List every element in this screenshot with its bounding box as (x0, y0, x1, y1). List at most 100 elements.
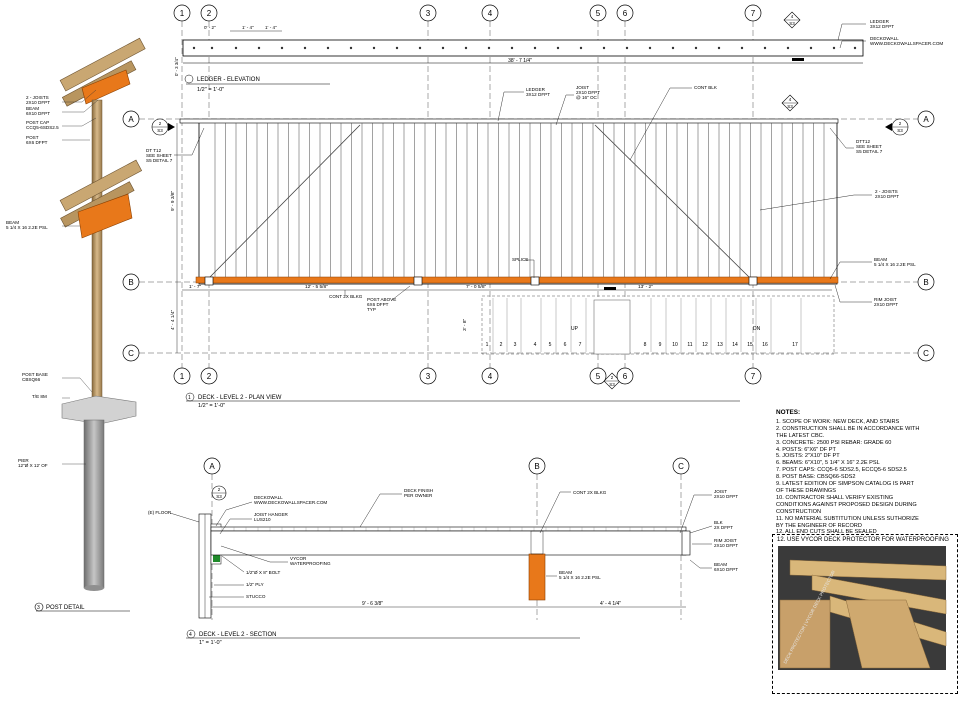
deck-surface (210, 526, 687, 532)
sec-beamm-2: 5 1/4 X 16 2.2E PSL (559, 575, 601, 580)
sec-joist-1: JOIST (714, 489, 727, 494)
sec-rim-1: RIM JOIST (714, 538, 737, 543)
plan-dt-2: SEE SHEET (146, 153, 172, 158)
section-dim-1: 9' - 6 3/8" (362, 601, 383, 607)
plan-dim-3: 7' - 0 5/8" (466, 284, 487, 290)
plan-rim-2: 2X10 DFPT (874, 302, 898, 307)
brace-right (594, 124, 751, 279)
grid-col-5: 5 (589, 4, 607, 22)
svg-text:S3: S3 (609, 382, 615, 387)
grid-row-b-right: B (917, 273, 935, 291)
svg-text:B: B (534, 462, 539, 471)
svg-text:6: 6 (623, 9, 628, 18)
plan-beam-2: 5 1/4 X 16 2.2E PSL (874, 262, 916, 267)
grid-row-c-left: C (122, 344, 140, 362)
svg-text:3: 3 (426, 372, 431, 381)
svg-text:4: 4 (791, 14, 794, 19)
general-notes: NOTES: 1. SCOPE OF WORK: NEW DECK, AND S… (776, 409, 962, 536)
plan-joist-label-3: @ 16" OC (576, 95, 598, 100)
plan-joists2-1: 2 - JOISTS (875, 189, 898, 194)
top-beam (81, 69, 131, 105)
note-line: 8. POST BASE: CBSQ66-SDS2 (776, 474, 856, 481)
svg-text:2: 2 (611, 375, 614, 380)
pd-view-number: 3 (37, 605, 40, 611)
note-line: OF THESE DRAWINGS (776, 487, 836, 494)
sec-stucco: STUCCO (246, 594, 266, 599)
plan-postabove-3: TYP (367, 307, 376, 312)
stair-treads (492, 298, 802, 352)
svg-text:3: 3 (426, 9, 431, 18)
grid-top: 1 2 3 4 5 6 7 (173, 4, 762, 22)
plan-contblk-label: CONT BLK (694, 85, 718, 90)
stair-number: 15 (747, 342, 753, 348)
rim-joist-section (681, 530, 691, 556)
svg-text:A: A (923, 115, 929, 124)
stair-number: 7 (579, 342, 582, 348)
plan-beam (195, 276, 839, 284)
svg-text:1: 1 (180, 372, 185, 381)
pd-label-4: 6X10 DFPT (26, 111, 50, 116)
stair-landing (593, 299, 631, 355)
stair-number: 14 (732, 342, 738, 348)
sec-rim-2: 2X10 DFPT (714, 543, 738, 548)
svg-text:4: 4 (488, 9, 493, 18)
note-line: 5. JOISTS: 2"X10" DF PT (776, 453, 840, 460)
pd-label-9: BEAM (6, 220, 19, 225)
pd-label-7: POST (26, 135, 39, 140)
section-grid-c: C (672, 457, 690, 475)
section-grid-a: A (203, 457, 221, 475)
ledger-label-3: DECKOWALL (870, 36, 899, 41)
ledger-title: LEDGER - ELEVATION (197, 77, 260, 83)
stair-area (481, 295, 835, 355)
stair-number: 8 (644, 342, 647, 348)
svg-text:4: 4 (789, 97, 792, 102)
svg-text:S3: S3 (157, 128, 163, 133)
photo-frame (772, 534, 958, 694)
plan-joists2-2: 2X10 DFPT (875, 194, 899, 199)
ledger-section-tag: 4 S3 (783, 11, 801, 29)
svg-text:C: C (128, 349, 134, 358)
plan-rim-1: RIM JOIST (874, 297, 897, 302)
plan-title: DECK - LEVEL 2 - PLAN VIEW (198, 395, 282, 401)
plan-view-number: 1 (188, 395, 191, 401)
note-line: 6. BEAMS: 6"X10", 5 1/4" X 16" 2.2E PSL (776, 460, 880, 467)
vycor-photo: DECK PROTECTOR | VYCOR DECK PROTECTOR (778, 546, 947, 670)
plan-dt-1: DT T12 (146, 148, 162, 153)
stair-number: 13 (717, 342, 723, 348)
svg-text:5: 5 (596, 9, 601, 18)
grid-col-3: 3 (419, 4, 437, 22)
stair-number: 4 (534, 342, 537, 348)
plan-dtr-1: DTT12 (856, 139, 870, 144)
note-line: 3. CONCRETE: 2500 PSI REBAR: GRADE 60 (776, 439, 892, 446)
plan-splice: SPLICE (512, 257, 528, 262)
svg-text:5: 5 (596, 372, 601, 381)
ledger-dim-1: 0' - 2" (204, 25, 216, 30)
section-grid-b: B (528, 457, 546, 475)
plan-scale: 1/2" = 1'-0" (198, 403, 225, 409)
post-detail: 2 - JOISTS 2X10 DFPT BEAM 6X10 DFPT POST… (6, 37, 146, 612)
pd-label-2: 2X10 DFPT (26, 100, 50, 105)
svg-text:2: 2 (207, 372, 212, 381)
section-beam (528, 553, 546, 601)
pd-label-13: T/E 8M (32, 394, 47, 399)
pd-label-6: CCQ5-6SDS2.5 (26, 125, 59, 130)
note-line: 1. SCOPE OF WORK: NEW DECK, AND STAIRS (776, 418, 900, 425)
sec-deckowall-1: DECKOWALL (254, 495, 283, 500)
plan-dim-4: 13' - 2" (638, 284, 653, 290)
grid-row-c-right: C (917, 344, 935, 362)
note-line: BY THE ENGINEER OF RECORD (776, 522, 862, 529)
stair-number: 1 (486, 342, 489, 348)
stair-number: 3 (514, 342, 517, 348)
notes-title: NOTES: (776, 409, 801, 416)
sec-beamr-1: BEAM (714, 562, 727, 567)
note-line: 9. LATEST EDITION OF SIMPSON CATALOG IS … (776, 481, 915, 488)
ledger-dim-2: 1' - 4" (242, 25, 254, 30)
sec-cont2x: CONT 2X BLKG (573, 490, 607, 495)
pier-bottom (84, 585, 104, 591)
sec-deckowall-2: WWW.DECKOWALLSPACER.COM (254, 500, 327, 505)
stair-number: 2 (500, 342, 503, 348)
deck-boards (221, 527, 679, 531)
ledger-dim-4: 0' - 3 3/4" (174, 57, 179, 76)
